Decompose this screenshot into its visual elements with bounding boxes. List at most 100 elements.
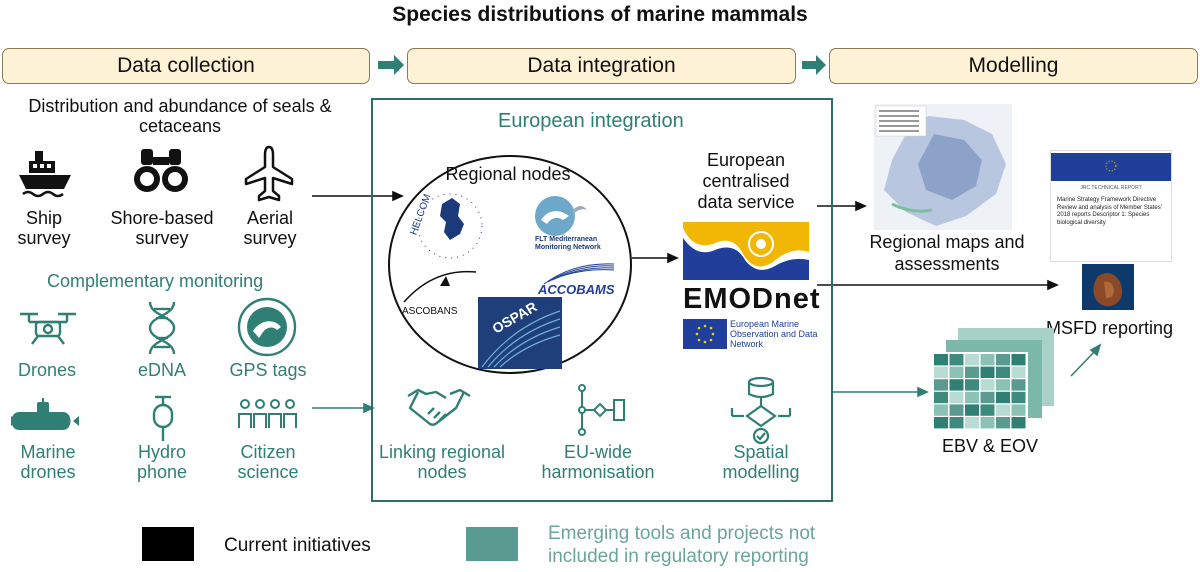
survey-label: Ship survey [17, 208, 71, 249]
eu-flag-icon [683, 319, 727, 349]
grid-cell [949, 366, 964, 378]
underwater-photo [1082, 264, 1134, 310]
tool-label: Marine drones [20, 442, 76, 483]
stage-data-collection: Data collection [2, 48, 370, 84]
jrc-report-title: JRC TECHNICAL REPORT [1080, 185, 1142, 191]
european-integration-box [371, 98, 833, 502]
diagram-title: Species distributions of marine mammals [392, 3, 808, 26]
tool-label: GPS tags [229, 360, 307, 380]
ebv-grid-cells [934, 354, 1026, 429]
grid-cell [980, 354, 995, 366]
tool-label: Hydro phone [136, 442, 188, 483]
msfd-label: MSFD reporting [1046, 318, 1174, 338]
submarine-icon [11, 398, 79, 430]
grid-cell [949, 354, 964, 366]
emodnet-tagline: European Marine Observation and Data Net… [730, 319, 818, 349]
tool-label: Citizen science [237, 442, 299, 483]
database-flow-icon [730, 376, 792, 445]
ascobans-dolphin [403, 270, 477, 303]
jrc-report-text: Marine Strategy Framework Directive Revi… [1057, 197, 1162, 226]
maps-label: Regional maps and assessments [869, 232, 1025, 274]
grid-cell [1011, 366, 1026, 378]
integration-tool-label: Spatial modelling [722, 442, 800, 483]
grid-cell [996, 417, 1010, 429]
grid-cell [934, 379, 948, 391]
helcom-logo: HELCOM [408, 193, 483, 259]
integration-tool-label: Linking regional nodes [378, 442, 506, 483]
grid-cell [1011, 404, 1026, 416]
survey-label: Shore-based survey [110, 208, 214, 249]
grid-cell [980, 366, 995, 378]
grid-cell [949, 404, 964, 416]
flowchart-icon [578, 384, 625, 436]
grid-cell [934, 391, 948, 404]
mediterranean-network-text: FLT Mediterranean Monitoring Network [535, 236, 601, 251]
ebv-grid-icon [932, 328, 1054, 430]
grid-cell [1011, 354, 1026, 366]
binoculars-icon [134, 149, 188, 192]
complementary-heading: Complementary monitoring [47, 271, 264, 291]
stage-label: Data integration [527, 54, 676, 77]
stage-modelling: Modelling [829, 48, 1198, 84]
grid-cell [965, 379, 979, 391]
legend-label-current: Current initiatives [224, 535, 371, 556]
grid-cell [965, 354, 979, 366]
regional-nodes-title: Regional nodes [445, 164, 571, 184]
integration-title: European integration [498, 110, 684, 132]
grid-cell [949, 391, 964, 404]
legend-swatch-current [142, 527, 194, 561]
accobams-wave [543, 263, 615, 285]
stage-label: Data collection [117, 54, 255, 77]
legend-swatch-emerging [466, 527, 518, 561]
grid-cell [996, 379, 1010, 391]
grid-cell [965, 417, 979, 429]
emodnet-wave-logo [683, 222, 809, 280]
ship-icon [19, 151, 71, 198]
grid-cell [996, 391, 1010, 404]
grid-cell [934, 404, 948, 416]
grid-cell [996, 354, 1010, 366]
tool-label: eDNA [137, 360, 186, 380]
grid-cell [1011, 379, 1026, 391]
grid-cell [965, 404, 979, 416]
grid-cell [965, 366, 979, 378]
stage-arrow-icon [802, 55, 826, 75]
grid-cell [996, 404, 1010, 416]
handshake-icon [407, 388, 471, 426]
stage-data-integration: Data integration [407, 48, 796, 84]
grid-cell [949, 417, 964, 429]
mediterranean-network-logo [535, 196, 587, 236]
grid-cell [934, 366, 948, 378]
airplane-icon [244, 145, 294, 202]
ascobans-text: ASCOBANS [402, 306, 458, 317]
grid-cell [980, 417, 995, 429]
legend-label-emerging: Emerging tools and projects not included… [548, 523, 816, 567]
grid-cell [980, 391, 995, 404]
grid-cell [1011, 417, 1026, 429]
grid-cell [965, 391, 979, 404]
stage-label: Modelling [968, 54, 1059, 77]
grid-cell [949, 379, 964, 391]
grid-cell [980, 404, 995, 416]
central-service-label: European centralised data service [697, 150, 795, 213]
accobams-text: ACCOBAMS [538, 282, 615, 297]
regional-nodes-circle [388, 155, 632, 374]
grid-cell [934, 417, 948, 429]
hydrophone-icon [152, 395, 174, 441]
integration-tool-label: EU-wide harmonisation [541, 442, 655, 483]
ospar-logo: OSPAR [478, 297, 562, 369]
jrc-report-cover: JRC TECHNICAL REPORT Marine Strategy Fra… [1050, 150, 1172, 262]
grid-cell [980, 379, 995, 391]
ebv-label: EBV & EOV [942, 436, 1039, 456]
eu-emblem-icon [1103, 157, 1119, 175]
grid-cell [934, 354, 948, 366]
helcom-text: HELCOM [408, 193, 433, 237]
gps-tag-icon [237, 297, 297, 357]
survey-heading: Distribution and abundance of seals & ce… [28, 96, 332, 137]
dna-icon [148, 301, 176, 355]
drone-icon [20, 312, 76, 345]
stage-arrow-icon [378, 55, 404, 75]
survey-label: Aerial survey [243, 208, 297, 249]
regional-map-image [874, 104, 1012, 230]
